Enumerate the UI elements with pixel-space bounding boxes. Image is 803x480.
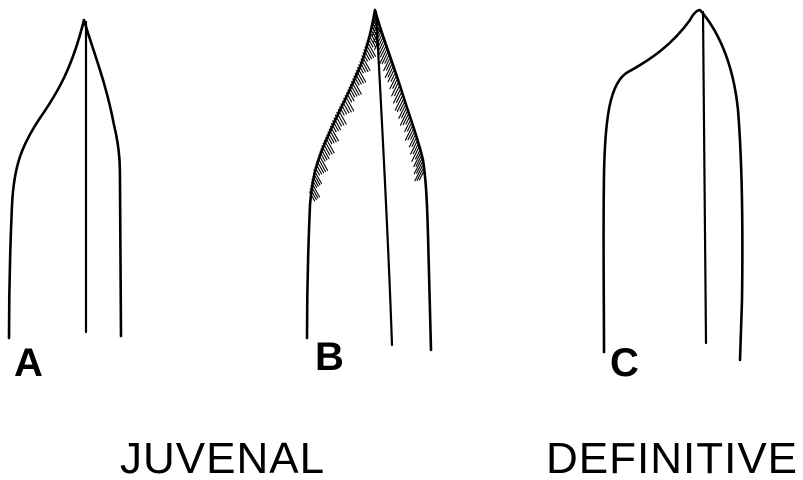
feather-b-barb-stroke [328, 132, 334, 143]
panel-label-a: A [14, 343, 43, 383]
feather-a [9, 20, 121, 338]
feather-c-shaft [703, 12, 706, 343]
feather-b-barb-stroke [400, 101, 405, 111]
feather-b-barb-stroke [412, 138, 417, 147]
feather-b-barb-stroke [408, 122, 413, 131]
feather-b-shaft [376, 12, 392, 345]
feather-b-barb-stroke [419, 172, 423, 180]
feather-b-barb-stroke [396, 92, 401, 103]
caption-juvenal: JUVENAL [120, 437, 325, 480]
feather-b-barb-stroke [388, 67, 393, 77]
feather-b-outline [307, 10, 431, 350]
feather-c [604, 10, 743, 360]
feather-b-barb-stroke [395, 86, 400, 96]
feather-b-barb-stroke [342, 101, 349, 113]
feather-b-barb-stroke [348, 90, 354, 101]
feather-c-outline [604, 10, 743, 360]
panel-label-b: B [315, 337, 344, 377]
feather-a-outline [9, 20, 121, 338]
feather-b-barb-stroke [387, 61, 392, 70]
feather-b [307, 10, 431, 350]
caption-definitive: DEFINITIVE [546, 437, 798, 480]
panel-label-c: C [610, 343, 639, 383]
feather-b-barb-stroke [413, 144, 418, 154]
feather-b-barb-stroke [379, 40, 384, 50]
feather-b-frayed-barbs [310, 14, 424, 201]
